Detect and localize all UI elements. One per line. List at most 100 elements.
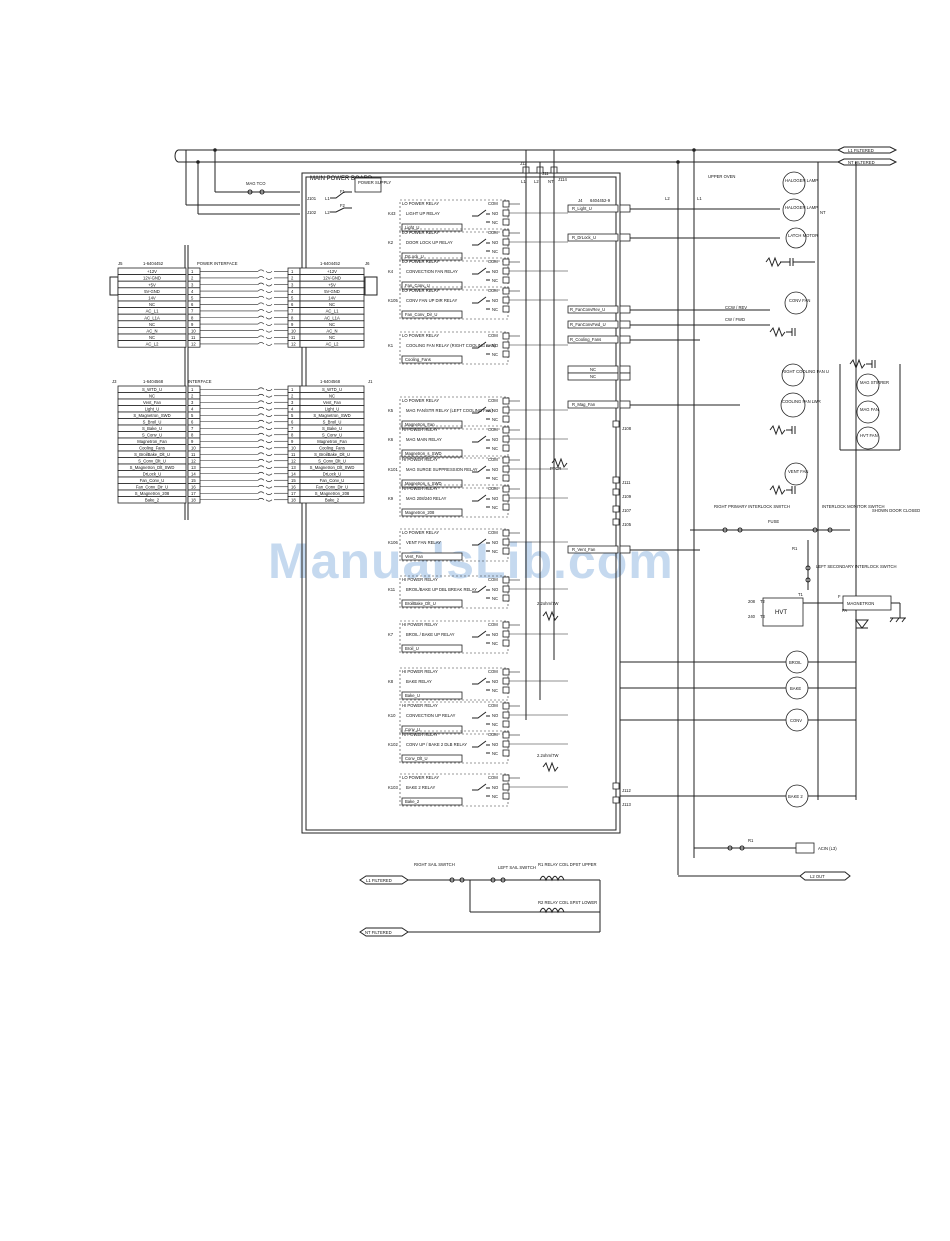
t3-label: T3 bbox=[760, 614, 766, 619]
j3-pin-num-cell bbox=[187, 411, 201, 419]
power-supply-label: POWER SUPPLY bbox=[358, 180, 391, 185]
relay-id: K101 bbox=[388, 467, 398, 472]
j5-pin-num-cell bbox=[187, 267, 201, 275]
j3-pin-label: Bake_2 bbox=[145, 498, 160, 503]
relay-signal: Conv_Dlt_U bbox=[405, 756, 428, 761]
relay-id: K10 bbox=[388, 713, 396, 718]
j6-pin-label: +12V bbox=[327, 269, 337, 274]
j5-pin-number: 5 bbox=[191, 296, 194, 301]
j6-pin-number: 10 bbox=[291, 329, 296, 334]
l1-filtered-label: L1 FILTERED bbox=[848, 148, 874, 153]
r2-coil-label: R2 RELAY COIL SPST LOWER bbox=[538, 900, 597, 905]
left-sail-switch: LEFT SAIL SWITCH bbox=[498, 865, 536, 870]
ccw-label: CCW / REV bbox=[725, 305, 747, 310]
coil-circuit: L1 FILTERED NT FILTERED RIGHT SAIL SWITC… bbox=[359, 862, 601, 937]
board-jumpers: L1 L2 NT J13 J11 J114 bbox=[520, 150, 567, 720]
j5-pin-num-cell bbox=[187, 320, 201, 328]
halogen-lamp-1: HALOGEN LAMP bbox=[785, 178, 818, 183]
j3-part: 1-6404568 bbox=[143, 379, 164, 384]
jumper-label: J105 bbox=[622, 522, 632, 527]
j1-id: J1 bbox=[368, 379, 373, 384]
j5-pin-num-cell bbox=[187, 287, 201, 295]
relay-signal: Magnetron_s_SWD bbox=[405, 451, 442, 456]
j1-pin-label: S_Broil_U bbox=[323, 420, 342, 425]
j1-pin-number: 9 bbox=[291, 439, 294, 444]
j6-pin-num-cell bbox=[287, 287, 301, 295]
j3-pin-number: 3 bbox=[191, 400, 194, 405]
j5-pin-num-cell bbox=[187, 274, 201, 282]
jumper-label: J11 bbox=[542, 171, 549, 176]
j1-pin-label: Cooling_Fans bbox=[319, 446, 345, 451]
j3-pin-label: S_Conv_U bbox=[142, 433, 162, 438]
relay-type: LO POWER RELAY bbox=[402, 530, 439, 535]
j3-pin-num-cell bbox=[187, 398, 201, 406]
relay-signal: Magnetron_208 bbox=[405, 510, 435, 515]
j1-pin-label: S_Magnetron_208 bbox=[315, 491, 350, 496]
relay-signal: Magnetron_s_SWD bbox=[405, 481, 442, 486]
j5-pin-label: +12V bbox=[147, 269, 157, 274]
left-secondary-interlock: LEFT SECONDARY INTERLOCK SWITCH bbox=[816, 564, 897, 569]
j3-pin-label: S_Magnetron_SWD bbox=[133, 413, 170, 418]
latch-motor: LATCH MOTOR bbox=[788, 233, 818, 238]
j3-pin-label: Light_U bbox=[145, 407, 159, 412]
j1-pin-num-cell bbox=[287, 424, 301, 432]
j3-pin-label: Fan_Conv_U bbox=[140, 478, 165, 483]
relay-no: NO bbox=[492, 632, 499, 637]
right-cooling-fan: RIGHT COOLING FAN U bbox=[782, 369, 829, 374]
relay-com: COM bbox=[488, 530, 498, 535]
j1-pin-number: 18 bbox=[291, 498, 296, 503]
jumper-label: J111 bbox=[622, 480, 631, 485]
j3-pin-number: 18 bbox=[191, 498, 196, 503]
j3-pin-number: 16 bbox=[191, 485, 196, 490]
j6-pin-label: AC_N bbox=[326, 329, 337, 334]
j1-pin-label: Vent_Fan bbox=[323, 400, 342, 405]
j5-pin-number: 8 bbox=[191, 315, 194, 320]
relay-type: HI POWER RELAY bbox=[402, 427, 438, 432]
j1-pin-number: 7 bbox=[291, 426, 294, 431]
relay-name: BROIL / BAKE UP RELAY bbox=[406, 632, 455, 637]
jumper-label: L2 bbox=[534, 179, 539, 184]
magnetron-label: MAGNETRON bbox=[847, 601, 874, 606]
j6-pin-label: AC_L1 bbox=[326, 309, 339, 314]
j1-pin-num-cell bbox=[287, 431, 301, 439]
j6-pin-number: 5 bbox=[291, 296, 294, 301]
j1-pin-number: 10 bbox=[291, 446, 296, 451]
relay-name: VENT FAN RELAY bbox=[406, 540, 441, 545]
main-power-board-title: MAIN POWER BOARD bbox=[310, 176, 373, 182]
relay-id: K4 bbox=[388, 269, 394, 274]
relay-com: COM bbox=[488, 457, 498, 462]
j3-pin-number: 12 bbox=[191, 459, 196, 464]
relay-id: K9 bbox=[388, 496, 394, 501]
resistor2-label: 2.2ohm/7W bbox=[537, 753, 558, 758]
j5-pin-label: 14V bbox=[148, 296, 156, 301]
relay-com: COM bbox=[488, 577, 498, 582]
relay-com: COM bbox=[488, 486, 498, 491]
j6-pin-number: 9 bbox=[291, 322, 294, 327]
relay-type: HI POWER RELAY bbox=[402, 669, 438, 674]
upper-oven-label: UPPER OVEN bbox=[708, 174, 735, 179]
mag-stirrer: MAG STIRRER bbox=[860, 380, 889, 385]
hvt-label: HVT bbox=[775, 610, 787, 616]
conv-element: CONV bbox=[790, 718, 802, 723]
j4-pin-label: R_FanConvFwd_U bbox=[570, 322, 606, 327]
j6-pin-num-cell bbox=[287, 293, 301, 302]
relay-signal: Light_U bbox=[405, 225, 419, 230]
j5-pin-label: +5V bbox=[148, 282, 156, 287]
relay-nc: NC bbox=[492, 417, 498, 422]
j3-pin-num-cell bbox=[187, 424, 201, 432]
j5-id: J5 bbox=[118, 261, 123, 266]
jumper-label: L1 bbox=[521, 179, 526, 184]
j1-pin-label: S_Magnetron_Dlt_SWD bbox=[310, 465, 355, 470]
j6-pin-number: 11 bbox=[291, 335, 296, 340]
j1-pin-number: 12 bbox=[291, 459, 296, 464]
relay-com: COM bbox=[488, 259, 498, 264]
relay-signal: Broil_U bbox=[405, 646, 419, 651]
right-sail-switch: RIGHT SAIL SWITCH bbox=[414, 862, 455, 867]
